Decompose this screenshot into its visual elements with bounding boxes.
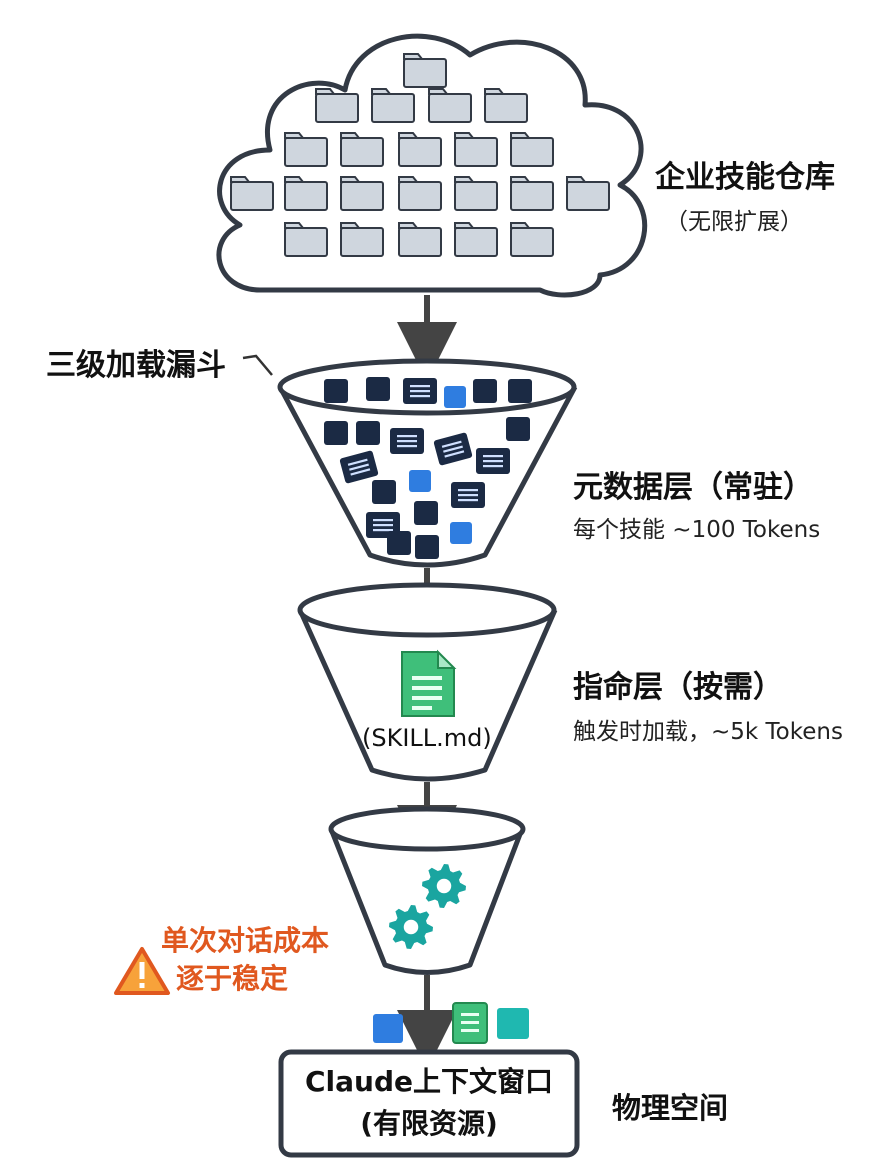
execution-layer-funnel [328,806,526,975]
metadata-square [415,535,439,559]
metadata-square [473,379,497,403]
metadata-square [324,379,348,403]
metadata-square [356,421,380,445]
context-window-box [278,1049,580,1158]
metadata-square [414,501,438,525]
warning-text-line2: 逐于稳定 [176,962,289,995]
folder-icon [284,132,328,167]
metadata-card-icon [433,432,473,466]
metadata-card-icon [339,450,379,484]
metadata-square [366,377,390,401]
folder-icon [454,176,498,211]
instruction-layer-subtitle: 触发时加载，~5k Tokens [573,719,843,745]
gear-icon [389,905,433,949]
folder-icon [484,88,528,123]
folder-icon [510,176,554,211]
metadata-square [506,417,530,441]
metadata-layer-title: 元数据层（常驻） [573,470,813,505]
loaded-resource-square [497,1008,529,1039]
folder-icon [398,176,442,211]
folder-icon [340,222,384,257]
warning-text-line1: 单次对话成本 [161,924,330,957]
folder-icon [315,88,359,123]
folder-icon [454,132,498,167]
metadata-card-icon [476,448,510,474]
funnel-label: 三级加载漏斗 [46,348,226,383]
metadata-square [409,470,431,492]
folder-icon [398,222,442,257]
folder-icon [510,132,554,167]
metadata-square [444,386,466,408]
folder-icon [403,53,447,88]
metadata-square [372,480,396,504]
loaded-skill-document-icon [452,1002,488,1044]
folder-icon [566,176,610,211]
metadata-square [387,531,411,555]
folder-icon [454,222,498,257]
metadata-square [324,421,348,445]
skill-file-label: (SKILL.md) [362,724,492,752]
context-window-title: Claude上下文窗口 [304,1065,553,1098]
repository-subtitle: （无限扩展） [665,209,803,235]
metadata-card-icon [390,428,424,454]
metadata-square [450,522,472,544]
folder-icon [284,176,328,211]
folder-icon [284,222,328,257]
folder-grid [230,53,610,257]
loaded-metadata-square [373,1014,403,1043]
folder-icon [230,176,274,211]
folder-icon [428,88,472,123]
metadata-card-icon [451,482,485,508]
folder-icon [371,88,415,123]
metadata-layer-subtitle: 每个技能 ~100 Tokens [573,517,821,543]
folder-icon [398,132,442,167]
folder-icon [340,176,384,211]
physical-space-label: 物理空间 [612,1091,729,1125]
funnel-label-pointer [242,354,273,376]
gear-icon-group [389,864,466,949]
folder-icon [510,222,554,257]
skill-document-icon [401,649,457,717]
metadata-card-icon [403,378,437,404]
metadata-skill-items [324,377,532,559]
folder-icon [340,132,384,167]
gear-icon [422,864,466,908]
repository-title: 企业技能仓库 [655,160,835,195]
instruction-layer-title: 指命层（按需） [573,670,783,705]
metadata-square [508,379,532,403]
warning-icon [114,947,170,995]
context-window-subtitle: (有限资源) [360,1107,498,1140]
